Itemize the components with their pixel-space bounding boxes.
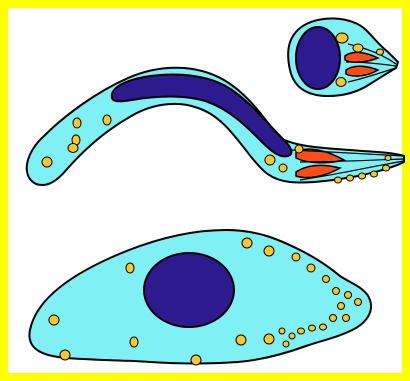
large-cell-granule: [242, 238, 252, 248]
large-cell-granule: [307, 264, 315, 272]
large-cell-granule: [130, 337, 138, 347]
large-cell-granule: [309, 325, 316, 331]
large-cell-granule: [264, 334, 274, 344]
elongated-cell-granule: [279, 164, 287, 172]
elongated-cell-granule: [385, 156, 391, 161]
small-cell-nucleus: [296, 27, 340, 89]
large-cell-granule: [289, 333, 295, 339]
large-cell-granule: [236, 335, 246, 345]
large-cell-granule: [343, 315, 350, 322]
elongated-cell-granule: [68, 144, 78, 153]
large-cell-nucleus: [144, 253, 234, 327]
large-cell-granule: [49, 315, 59, 325]
elongated-cell-granule: [265, 155, 275, 165]
large-cell-granule: [330, 315, 337, 322]
large-cell-granule: [333, 288, 340, 295]
small-cell-granule: [377, 49, 384, 55]
large-cell-granule: [126, 263, 134, 273]
large-cell-granule: [264, 246, 274, 256]
large-cell-granule: [298, 328, 305, 334]
elongated-cell-granule: [73, 118, 81, 128]
elongated-cell-granule: [383, 165, 390, 171]
large-cell-granule: [60, 350, 70, 360]
elongated-cell-granule: [42, 157, 52, 167]
large-cell-granule: [191, 355, 201, 365]
elongated-cell-granule: [295, 145, 303, 153]
elongated-cell-granule: [371, 171, 378, 177]
elongated-cell-granule: [359, 173, 366, 179]
large-cell-granule: [279, 328, 285, 334]
large-cell-granule: [292, 253, 300, 261]
elongated-cell-granule: [103, 115, 111, 125]
small-cell-granule: [336, 33, 348, 43]
elongated-cell-granule: [347, 175, 354, 181]
large-cell-granule: [323, 276, 330, 283]
elongated-cell-granule: [335, 177, 342, 183]
large-cell-granule: [283, 341, 289, 347]
small-cell-granule: [336, 78, 346, 87]
large-cell-granule: [320, 324, 327, 330]
large-cell-granule: [338, 303, 345, 310]
large-cell-granule: [355, 299, 362, 306]
large-cell-granule: [345, 292, 352, 299]
small-cell-granule: [353, 44, 363, 52]
